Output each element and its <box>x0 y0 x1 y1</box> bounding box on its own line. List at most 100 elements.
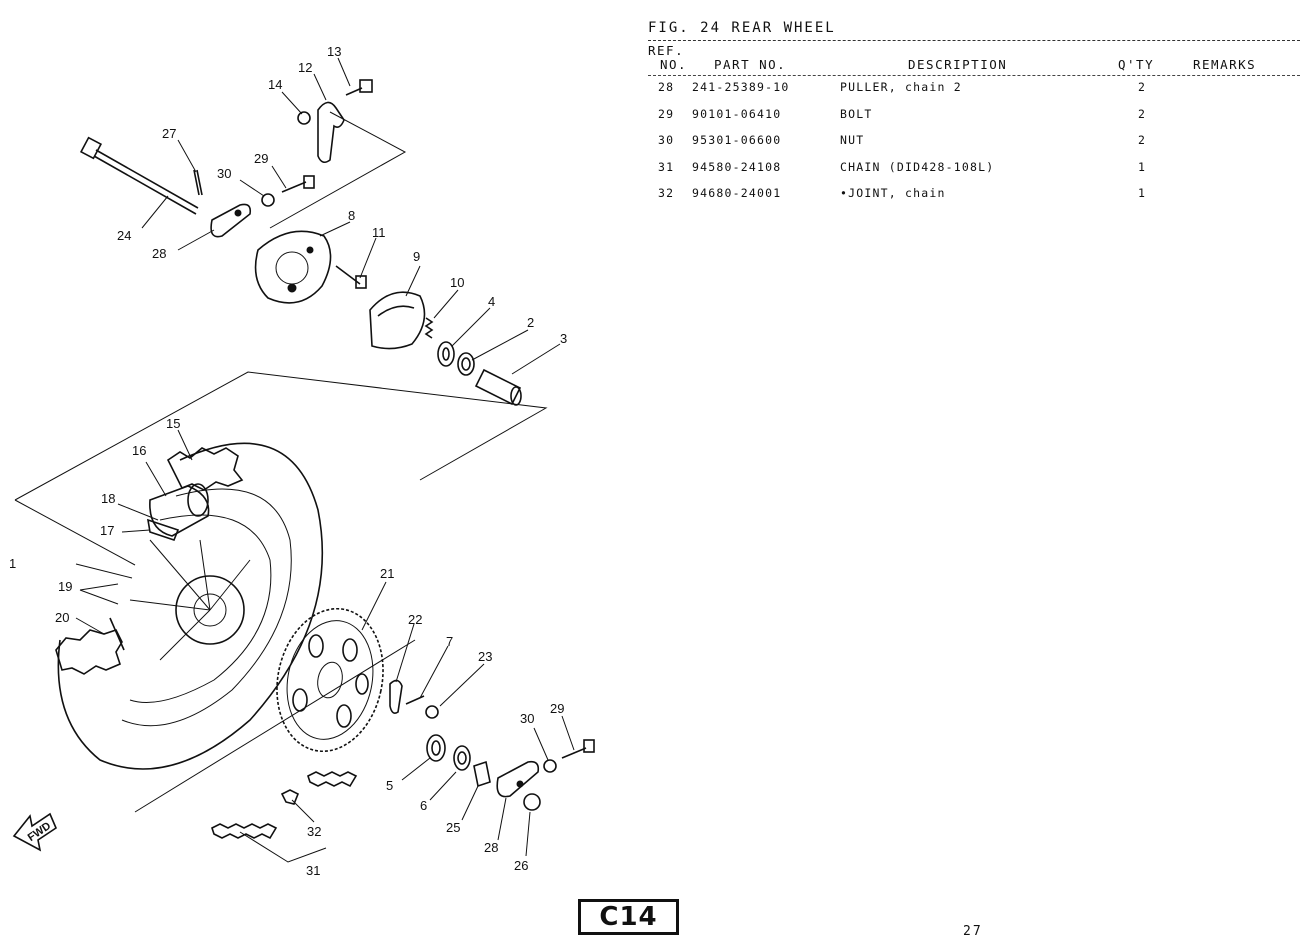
collar-part-3 <box>474 368 522 406</box>
nut-part-30-upper <box>261 193 275 207</box>
callout-26: 26 <box>514 858 528 873</box>
header-description: DESCRIPTION <box>908 57 1008 72</box>
tire-part-15 <box>166 447 244 491</box>
callout-30-upper: 30 <box>217 166 231 181</box>
callout-29-upper: 29 <box>254 151 268 166</box>
table-row: 28 241-25389-10 PULLER, chain 2 2 <box>648 76 1300 103</box>
table-row: 31 94580-24108 CHAIN (DID428-108L) 1 <box>648 156 1300 183</box>
callout-21: 21 <box>380 566 394 581</box>
title-divider <box>648 40 1300 41</box>
header-divider <box>648 75 1300 76</box>
table-row: 32 94680-24001 •JOINT, chain 1 <box>648 182 1300 209</box>
callout-18: 18 <box>101 491 115 506</box>
callout-25: 25 <box>446 820 460 835</box>
part-description: PULLER, chain 2 <box>840 80 962 94</box>
part-number: 90101-06410 <box>692 106 782 121</box>
spring-part-10 <box>424 317 434 339</box>
chain-part-31 <box>211 771 358 863</box>
header-qty: Q'TY <box>1118 57 1155 72</box>
header-ref-line1: REF. <box>648 43 685 58</box>
callout-4: 4 <box>488 294 495 309</box>
forward-direction-arrow-icon <box>12 812 57 852</box>
nut-part-23 <box>425 705 439 719</box>
table-row: 29 90101-06410 BOLT 2 <box>648 103 1300 130</box>
rim-lock-part-20 <box>55 629 123 675</box>
callout-17: 17 <box>100 523 114 538</box>
chain-puller-part-28-upper <box>210 203 252 238</box>
cotter-pin-part-27 <box>193 169 203 196</box>
oil-seal-part-2 <box>457 352 475 376</box>
quantity: 2 <box>1138 80 1147 94</box>
callout-2: 2 <box>527 315 534 330</box>
axle-part-24 <box>79 136 199 215</box>
callout-11: 11 <box>372 225 386 240</box>
exploded-parts-diagram: 1 2 3 4 5 6 7 8 9 10 11 12 13 14 15 16 1… <box>9 44 595 878</box>
callout-23: 23 <box>478 649 492 664</box>
figure-title: FIG. 24 REAR WHEEL <box>648 20 836 36</box>
ref-number: 28 <box>658 80 675 94</box>
callout-labels: 1 2 3 4 5 6 7 8 9 10 11 12 13 14 15 16 1… <box>9 44 567 878</box>
callout-leader-lines <box>75 57 575 857</box>
collar-part-25 <box>473 760 491 788</box>
nut-part-14 <box>297 111 311 125</box>
callout-28-lower: 28 <box>484 840 498 855</box>
part-description: •JOINT, chain <box>840 186 946 200</box>
brake-cam-part-11 <box>335 265 367 289</box>
ref-number: 32 <box>658 186 675 200</box>
callout-29-lower: 29 <box>550 701 564 716</box>
tube-part-16 <box>149 483 210 537</box>
callout-8: 8 <box>348 208 355 223</box>
part-number: 94580-24108 <box>692 159 782 174</box>
part-number: 94680-24001 <box>692 186 782 200</box>
bolt-part-13 <box>345 79 373 96</box>
fwd-label: FWD <box>26 820 54 844</box>
brake-shoe-part-9 <box>369 291 426 350</box>
callout-19: 19 <box>58 579 72 594</box>
bearing-part-4 <box>437 341 455 367</box>
quantity: 2 <box>1138 106 1147 121</box>
table-body: 28 241-25389-10 PULLER, chain 2 2 29 901… <box>648 76 1300 209</box>
callout-30-lower: 30 <box>520 711 534 726</box>
part-number: 241-25389-10 <box>692 80 790 94</box>
header-remarks: REMARKS <box>1193 57 1257 72</box>
header-part-no: PART NO. <box>714 57 787 72</box>
sprocket-part-21 <box>276 607 384 753</box>
callout-13: 13 <box>327 44 341 59</box>
bracket-part-12 <box>317 101 345 164</box>
callout-27: 27 <box>162 126 176 141</box>
valve-stem <box>109 617 125 651</box>
nut-part-26 <box>523 793 541 811</box>
callout-15: 15 <box>166 416 180 431</box>
part-description: BOLT <box>840 106 873 121</box>
bolt-part-7 <box>405 695 425 705</box>
callout-7: 7 <box>446 634 453 649</box>
part-description: NUT <box>840 133 865 147</box>
bearing-part-5 <box>426 734 446 762</box>
bolt-part-29-lower <box>561 739 595 759</box>
parts-list-table: FIG. 24 REAR WHEEL REF. NO. PART NO. DES… <box>648 18 1300 209</box>
page-number: 27 <box>963 924 983 939</box>
table-row: 30 95301-06600 NUT 2 <box>648 129 1300 156</box>
ref-number: 30 <box>658 133 675 147</box>
rim-band-part-17 <box>146 518 180 541</box>
callout-1: 1 <box>9 556 16 571</box>
header-ref-line2: NO. <box>660 57 688 72</box>
brake-panel-part-8 <box>254 230 332 304</box>
callout-9: 9 <box>413 249 420 264</box>
callout-31: 31 <box>306 863 320 878</box>
table-header: REF. NO. PART NO. DESCRIPTION Q'TY REMAR… <box>648 41 1300 73</box>
callout-32: 32 <box>307 824 321 839</box>
callout-5: 5 <box>386 778 393 793</box>
chain-joint-part-32 <box>280 789 300 805</box>
ref-number: 31 <box>658 159 675 174</box>
callout-14: 14 <box>268 77 282 92</box>
callout-16: 16 <box>132 443 146 458</box>
callout-12: 12 <box>298 60 312 75</box>
nut-part-30-lower <box>543 759 557 773</box>
bolt-part-29-upper <box>281 175 315 193</box>
callout-6: 6 <box>420 798 427 813</box>
callout-28-upper: 28 <box>152 246 166 261</box>
callout-22: 22 <box>408 612 422 627</box>
quantity: 2 <box>1138 133 1147 147</box>
callout-3: 3 <box>560 331 567 346</box>
